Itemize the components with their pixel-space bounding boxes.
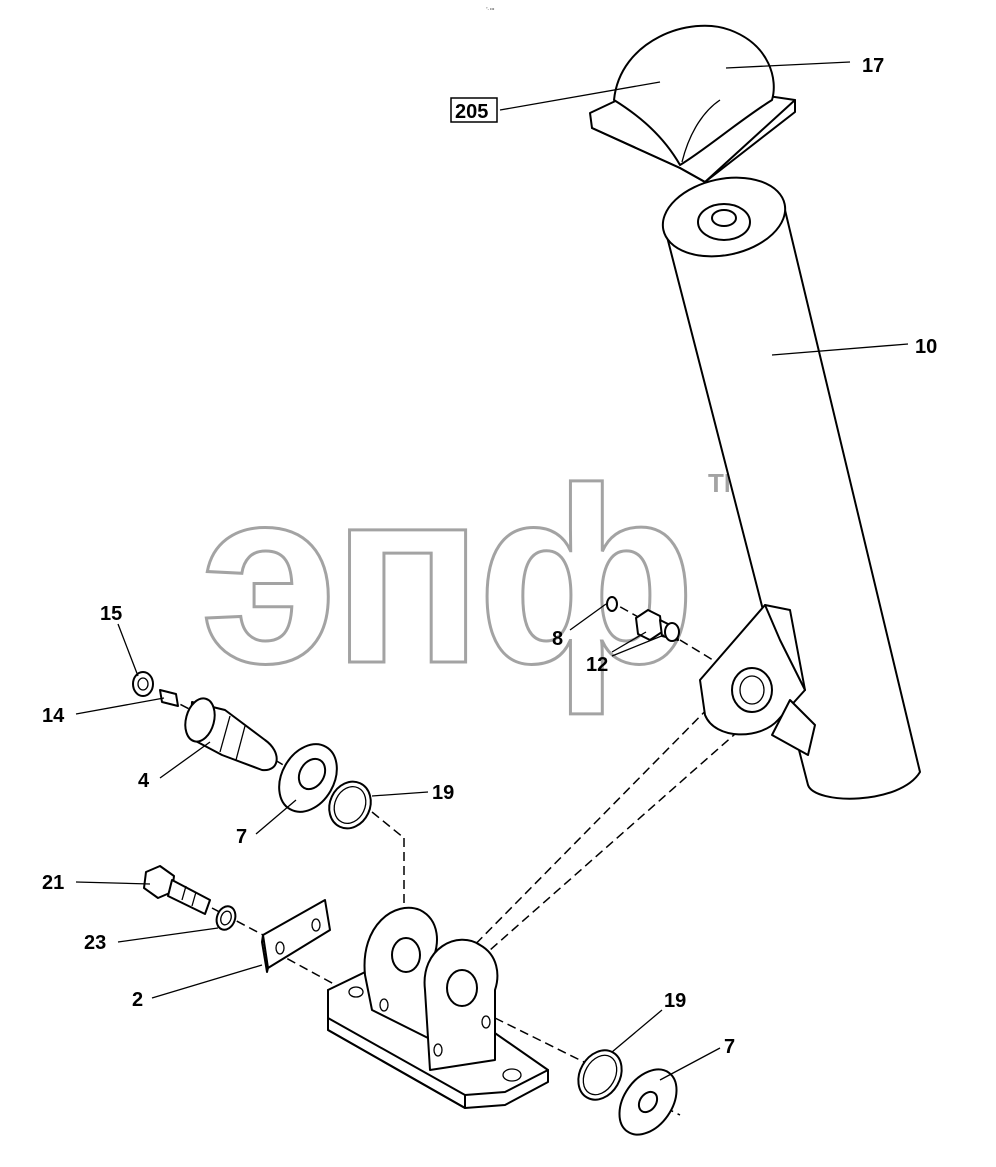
leader-lines bbox=[75, 61, 909, 1081]
callout-19-upper: 19 bbox=[432, 782, 454, 804]
callout-7-upper: 7 bbox=[236, 826, 247, 848]
callout-4: 4 bbox=[138, 770, 150, 792]
hydraulic-cylinder-part-10 bbox=[661, 176, 921, 800]
callout-2: 2 bbox=[132, 989, 143, 1011]
retaining-plate-part-2 bbox=[261, 899, 331, 973]
o-ring-part-19-upper bbox=[328, 780, 372, 830]
washer-part-7-upper bbox=[278, 743, 338, 813]
callout-15: 15 bbox=[100, 603, 122, 625]
watermark-text: эпф bbox=[200, 436, 690, 715]
callout-12: 12 bbox=[586, 654, 608, 676]
lock-washer-part-23 bbox=[215, 905, 237, 931]
callout-17: 17 bbox=[862, 55, 884, 77]
callout-10: 10 bbox=[915, 336, 937, 358]
bolt-part-21 bbox=[143, 865, 211, 915]
header-mark: °‑ ••• bbox=[486, 6, 495, 11]
grease-nipple-part-15 bbox=[132, 671, 154, 697]
mounting-bracket bbox=[327, 906, 549, 1109]
callout-14: 14 bbox=[42, 705, 65, 727]
washer-part-7-lower bbox=[618, 1068, 678, 1136]
callout-23: 23 bbox=[84, 932, 106, 954]
grease-fitting-part-8-12 bbox=[606, 596, 680, 642]
callout-19-lower: 19 bbox=[664, 990, 686, 1012]
watermark-logo: эпф TM bbox=[199, 435, 746, 717]
rubber-buffer-part-17 bbox=[589, 24, 796, 183]
callout-205: 205 bbox=[455, 101, 488, 123]
o-ring-part-19-lower bbox=[577, 1049, 623, 1101]
callout-205-box bbox=[450, 97, 498, 123]
callout-8: 8 bbox=[552, 628, 563, 650]
callout-7-lower: 7 bbox=[724, 1036, 735, 1058]
callout-21: 21 bbox=[42, 872, 64, 894]
pin-part-4 bbox=[184, 697, 278, 772]
callout-labels: 17 205 10 8 12 15 14 4 7 19 21 23 2 19 7 bbox=[42, 55, 937, 1058]
